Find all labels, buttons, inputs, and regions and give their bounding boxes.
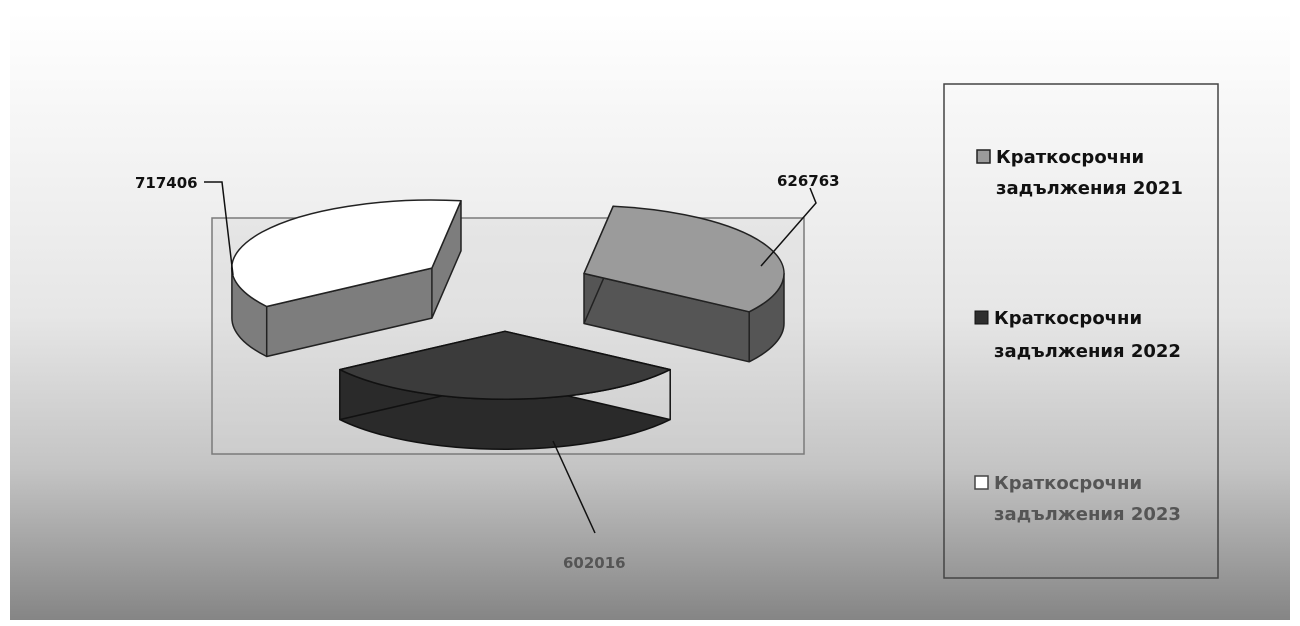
data-label-2023: 717406: [135, 174, 198, 192]
legend-label-2023: Краткосрочни задължения 2023: [994, 473, 1181, 525]
leader-line-2022: [552, 440, 596, 534]
legend-box: [943, 83, 1219, 579]
legend-label-2021-line2: задължения 2021: [996, 178, 1183, 199]
legend-label-2023-line1: Краткосрочни: [994, 473, 1142, 494]
slice-2022: [339, 330, 671, 450]
data-label-2022: 602016: [563, 554, 626, 572]
legend: Краткосрочни задължения 2021 Краткосрочн…: [943, 83, 1219, 579]
slice-2022-top: [339, 330, 671, 400]
legend-swatch-2023: [974, 475, 989, 490]
legend-label-2021-line1: Краткосрочни: [996, 147, 1144, 168]
leader-line-2021: [760, 187, 817, 267]
slice-2021: [583, 205, 785, 363]
legend-item-2022: Краткосрочни задължения 2022: [974, 308, 1181, 362]
slice-2023-top: [230, 199, 462, 308]
legend-label-2021: Краткосрочни задължения 2021: [996, 147, 1183, 199]
legend-item-2023: Краткосрочни задължения 2023: [974, 473, 1181, 525]
legend-label-2023-line2: задължения 2023: [994, 504, 1181, 525]
legend-item-2021: Краткосрочни задължения 2021: [976, 147, 1183, 199]
legend-swatch-2021: [976, 149, 991, 164]
slice-2021-top: [583, 205, 785, 313]
legend-swatch-2022: [974, 310, 989, 325]
data-label-2021: 626763: [777, 172, 840, 190]
slice-2023: [230, 199, 462, 358]
legend-label-2022: Краткосрочни задължения 2022: [994, 308, 1181, 362]
legend-label-2022-line2: задължения 2022: [994, 341, 1181, 362]
legend-label-2022-line1: Краткосрочни: [994, 308, 1142, 329]
leader-line-2023: [204, 181, 234, 276]
